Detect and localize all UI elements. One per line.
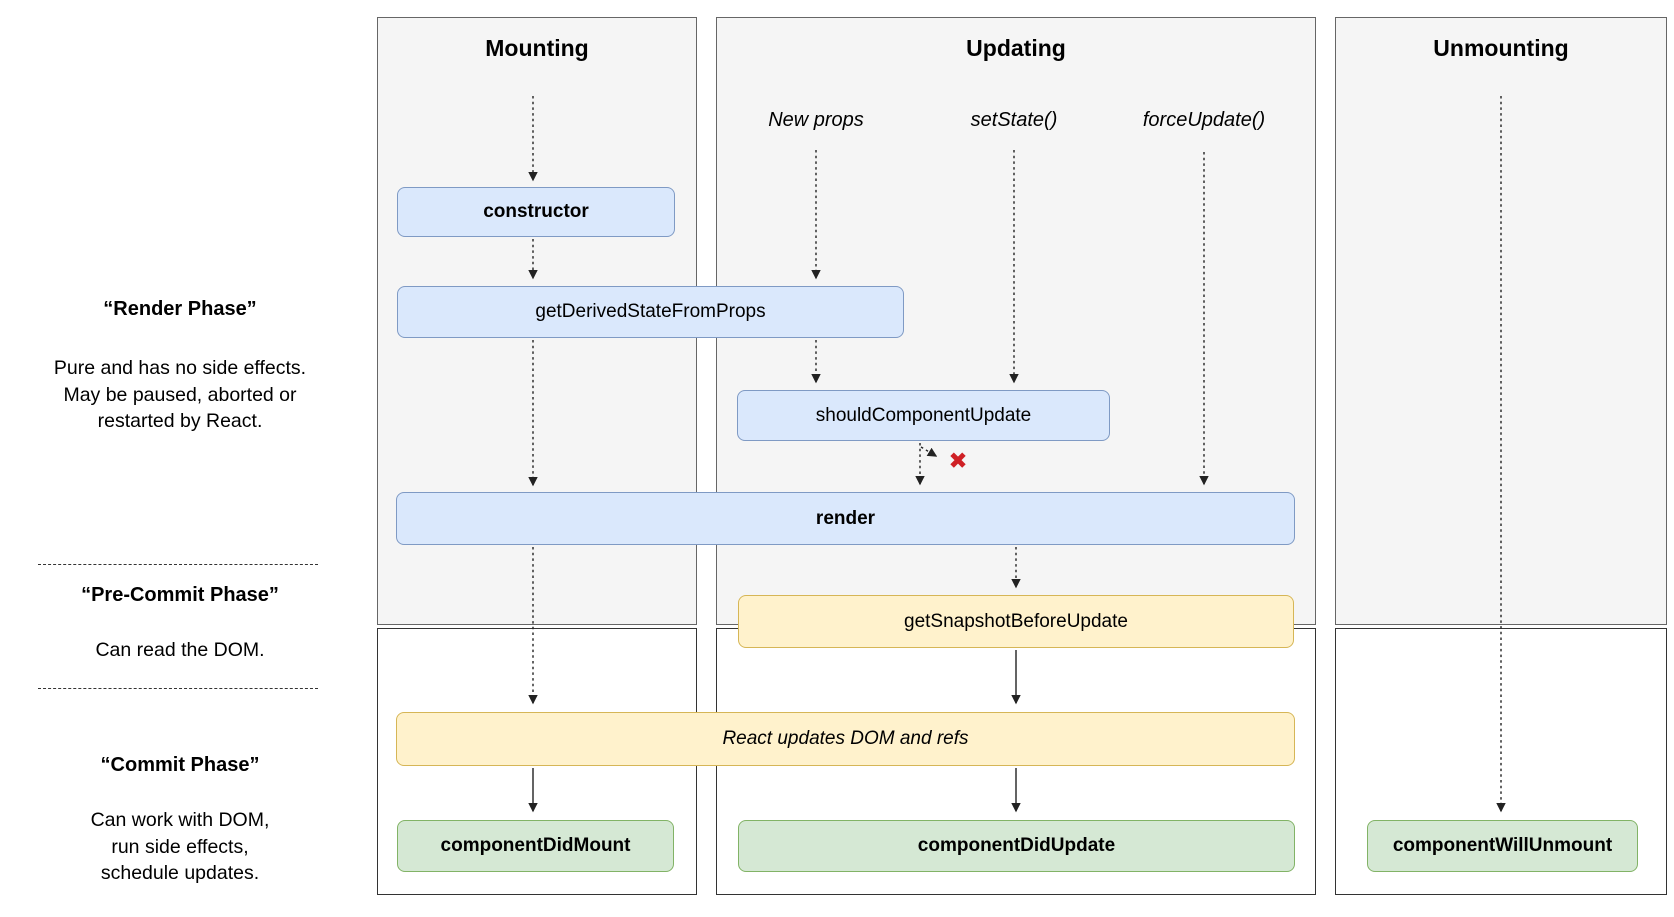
- render-phase-line-3: restarted by React.: [97, 410, 263, 432]
- trigger-force-update: forceUpdate(): [1142, 109, 1266, 131]
- node-should-component-update: shouldComponentUpdate: [737, 390, 1110, 441]
- node-get-snapshot-before-update: getSnapshotBeforeUpdate: [738, 595, 1294, 648]
- node-component-will-unmount: componentWillUnmount: [1367, 820, 1638, 872]
- node-render: render: [396, 492, 1295, 545]
- column-header-updating: Updating: [966, 35, 1066, 61]
- commit-phase-line-2: run side effects,: [111, 835, 249, 858]
- node-constructor: constructor: [397, 187, 675, 237]
- trigger-new-props: New props: [768, 109, 864, 131]
- render-phase-description: Pure and has no side effects. May be pau…: [15, 355, 345, 435]
- render-phase-title: “Render Phase”: [103, 298, 257, 320]
- column-header-mounting: Mounting: [485, 35, 589, 61]
- node-react-updates-dom: React updates DOM and refs: [396, 712, 1295, 766]
- pre-commit-phase-title: “Pre-Commit Phase”: [81, 584, 279, 606]
- arrow-scu-reject-branch: [920, 446, 938, 457]
- commit-phase-line-1: Can work with DOM,: [90, 809, 270, 831]
- commit-phase-description: Can work with DOM, run side effects, sch…: [15, 807, 345, 887]
- phase-separator-lower: [38, 688, 318, 689]
- pre-commit-phase-line-1: Can read the DOM.: [95, 639, 265, 661]
- commit-phase-line-3: schedule updates.: [100, 862, 260, 884]
- column-header-unmounting: Unmounting: [1433, 35, 1569, 61]
- node-component-did-mount: componentDidMount: [397, 820, 674, 872]
- pre-commit-phase-description: Can read the DOM.: [15, 637, 345, 664]
- trigger-set-state: setState(): [970, 109, 1058, 131]
- render-phase-line-2: May be paused, aborted or: [63, 383, 297, 406]
- reject-x-icon: ✖: [948, 447, 968, 474]
- node-component-did-update: componentDidUpdate: [738, 820, 1295, 872]
- render-phase-line-1: Pure and has no side effects.: [53, 357, 307, 379]
- commit-phase-title: “Commit Phase”: [100, 754, 260, 776]
- phase-separator-upper: [38, 564, 318, 565]
- node-get-derived-state-from-props: getDerivedStateFromProps: [397, 286, 904, 338]
